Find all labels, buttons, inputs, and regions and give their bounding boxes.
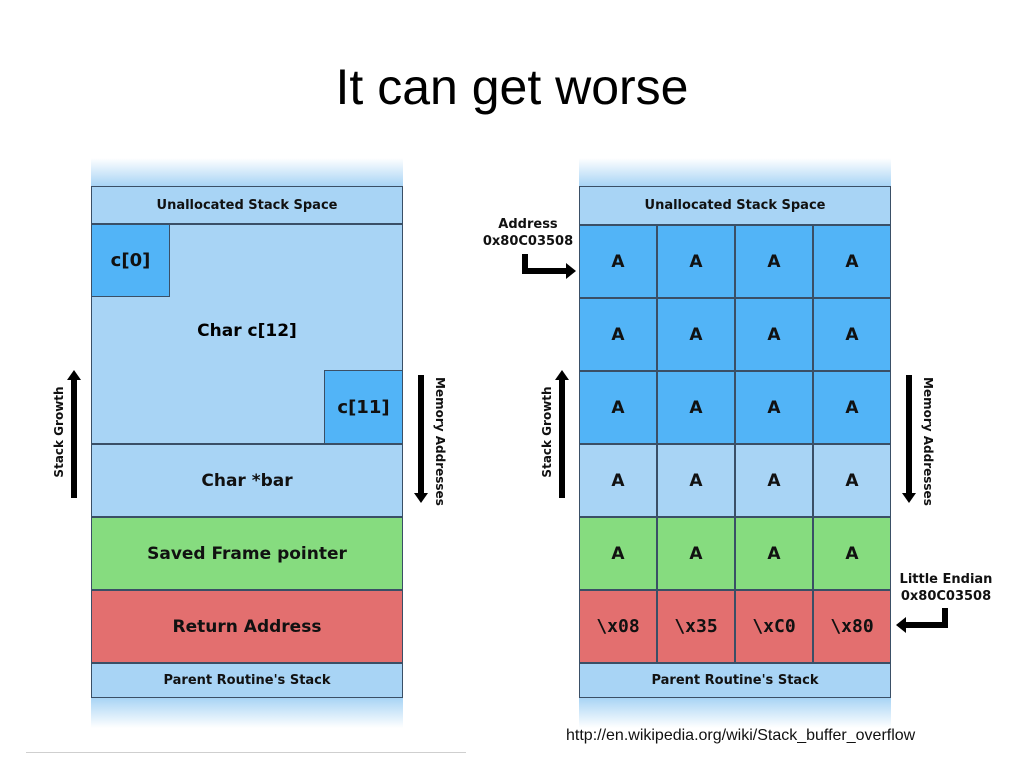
overflow-byte-cell: A bbox=[579, 298, 657, 371]
c11-cell: c[11] bbox=[324, 370, 403, 444]
overflow-byte-cell: A bbox=[579, 517, 657, 590]
address-callout: Address 0x80C03508 bbox=[472, 216, 584, 250]
stack-growth-up-arrow-icon bbox=[555, 370, 569, 498]
overflow-byte-cell: A bbox=[657, 371, 735, 444]
unallocated-stack-space: Unallocated Stack Space bbox=[91, 186, 403, 224]
c0-cell: c[0] bbox=[91, 224, 170, 297]
overflow-byte-cell: A bbox=[813, 444, 891, 517]
address-callout-label: Address bbox=[498, 217, 558, 232]
little-endian-label: Little Endian bbox=[899, 572, 993, 587]
footer-divider bbox=[26, 752, 466, 753]
memory-addresses-down-arrow-icon bbox=[902, 375, 916, 503]
return-address-byte-cell: \x08 bbox=[579, 590, 657, 663]
memory-addresses-label: Memory Addresses bbox=[433, 377, 447, 506]
saved-frame-pointer-cell: Saved Frame pointer bbox=[91, 517, 403, 590]
stack-growth-up-arrow-icon bbox=[67, 370, 81, 498]
unallocated-stack-space: Unallocated Stack Space bbox=[579, 186, 891, 225]
overflow-byte-cell: A bbox=[657, 444, 735, 517]
parent-routine-stack-cell: Parent Routine's Stack bbox=[91, 663, 403, 698]
overflow-byte-cell: A bbox=[657, 225, 735, 298]
overflow-byte-cell: A bbox=[579, 371, 657, 444]
address-pointer-arrow-icon bbox=[522, 254, 576, 279]
stack-growth-label: Stack Growth bbox=[52, 386, 66, 478]
overflow-byte-cell: A bbox=[813, 517, 891, 590]
return-address-cell: Return Address bbox=[91, 590, 403, 663]
overflow-byte-cell: A bbox=[579, 225, 657, 298]
stack-bottom-fade bbox=[91, 698, 403, 728]
little-endian-value: 0x80C03508 bbox=[900, 589, 992, 604]
source-link[interactable]: http://en.wikipedia.org/wiki/Stack_buffe… bbox=[566, 727, 916, 744]
return-address-byte-cell: \xC0 bbox=[735, 590, 813, 663]
overflow-byte-cell: A bbox=[657, 298, 735, 371]
little-endian-pointer-arrow-icon bbox=[896, 608, 948, 633]
overflow-byte-cell: A bbox=[735, 298, 813, 371]
overflow-byte-cell: A bbox=[735, 517, 813, 590]
little-endian-callout: Little Endian 0x80C03508 bbox=[892, 571, 1000, 605]
char-array-label: Char c[12] bbox=[197, 321, 297, 341]
overflow-byte-cell: A bbox=[735, 371, 813, 444]
address-callout-value: 0x80C03508 bbox=[482, 234, 574, 249]
memory-addresses-down-arrow-icon bbox=[414, 375, 428, 503]
overflow-byte-cell: A bbox=[813, 225, 891, 298]
memory-addresses-label: Memory Addresses bbox=[921, 377, 935, 506]
overflow-byte-cell: A bbox=[657, 517, 735, 590]
overflow-byte-cell: A bbox=[579, 444, 657, 517]
stack-top-fade bbox=[579, 158, 891, 186]
stack-top-fade bbox=[91, 158, 403, 186]
stack-growth-label: Stack Growth bbox=[540, 386, 554, 478]
overflow-byte-cell: A bbox=[813, 371, 891, 444]
return-address-byte-cell: \x80 bbox=[813, 590, 891, 663]
parent-routine-stack-cell: Parent Routine's Stack bbox=[579, 663, 891, 698]
return-address-byte-cell: \x35 bbox=[657, 590, 735, 663]
slide-title: It can get worse bbox=[335, 59, 689, 115]
char-ptr-cell: Char *bar bbox=[91, 444, 403, 517]
overflow-byte-cell: A bbox=[735, 444, 813, 517]
stack-bottom-fade bbox=[579, 698, 891, 728]
overflow-byte-cell: A bbox=[813, 298, 891, 371]
left-stack-diagram: Unallocated Stack Space Char c[12] c[0] … bbox=[91, 158, 403, 728]
overflow-byte-cell: A bbox=[735, 225, 813, 298]
